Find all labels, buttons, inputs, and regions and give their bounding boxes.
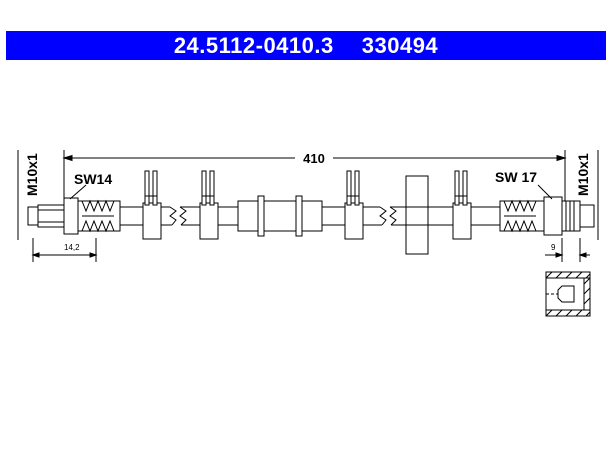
right-wrench-size: SW 17	[495, 169, 537, 185]
left-offset-dimension	[31, 238, 98, 262]
left-wrench-size: SW14	[74, 171, 112, 187]
left-offset-label: 14,2	[64, 243, 80, 252]
left-fitting	[27, 197, 121, 235]
bracket-clips	[142, 170, 472, 240]
title-bar: 24.5112-0410.3 330494	[6, 31, 606, 60]
wrench-leaders	[69, 184, 553, 200]
center-sleeve	[237, 195, 323, 237]
length-label: 410	[303, 151, 325, 166]
length-dimension	[62, 150, 567, 210]
reference-number: 330494	[361, 32, 439, 58]
section-detail	[545, 271, 591, 317]
right-fitting	[499, 196, 595, 236]
right-thread-size: M10x1	[575, 153, 591, 196]
right-offset-dimension	[545, 238, 590, 262]
mount-grommet	[405, 175, 429, 255]
part-number: 24.5112-0410.3	[173, 32, 334, 58]
left-thread-size: M10x1	[24, 153, 40, 196]
right-offset-label: 9	[551, 243, 556, 252]
